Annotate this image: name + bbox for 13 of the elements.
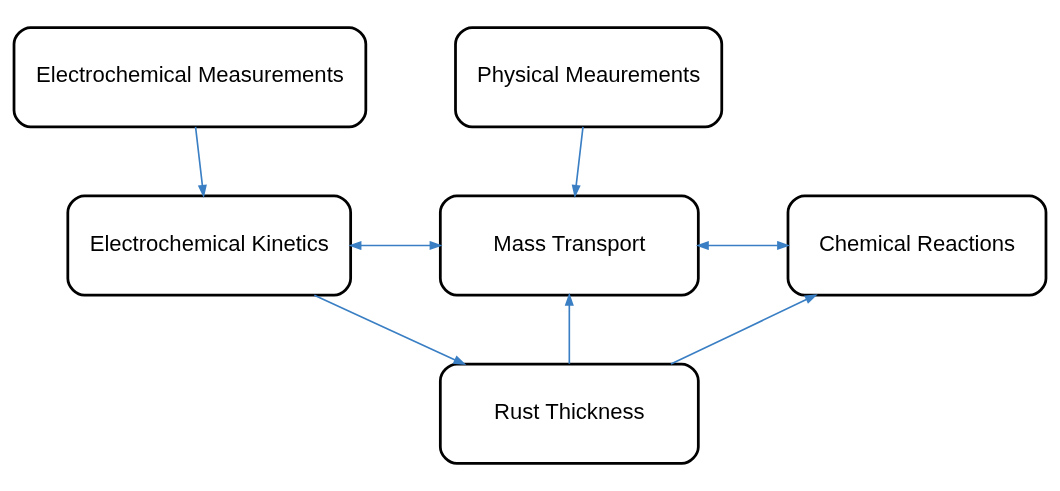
node-box: Electrochemical Measurements — [12, 26, 368, 129]
node-box: Chemical Reactions — [786, 194, 1048, 297]
arrow — [695, 240, 791, 251]
arrow — [670, 294, 818, 365]
arrow — [313, 294, 467, 366]
arrow — [348, 240, 443, 251]
node-box: Rust Thickness — [438, 362, 700, 465]
node-box: Physical Meaurements — [454, 26, 724, 129]
arrow — [564, 292, 574, 365]
node-box: Electrochemical Kinetics — [66, 194, 353, 297]
node-box: Mass Transport — [438, 194, 700, 297]
arrow — [194, 126, 207, 198]
arrow — [571, 126, 584, 198]
